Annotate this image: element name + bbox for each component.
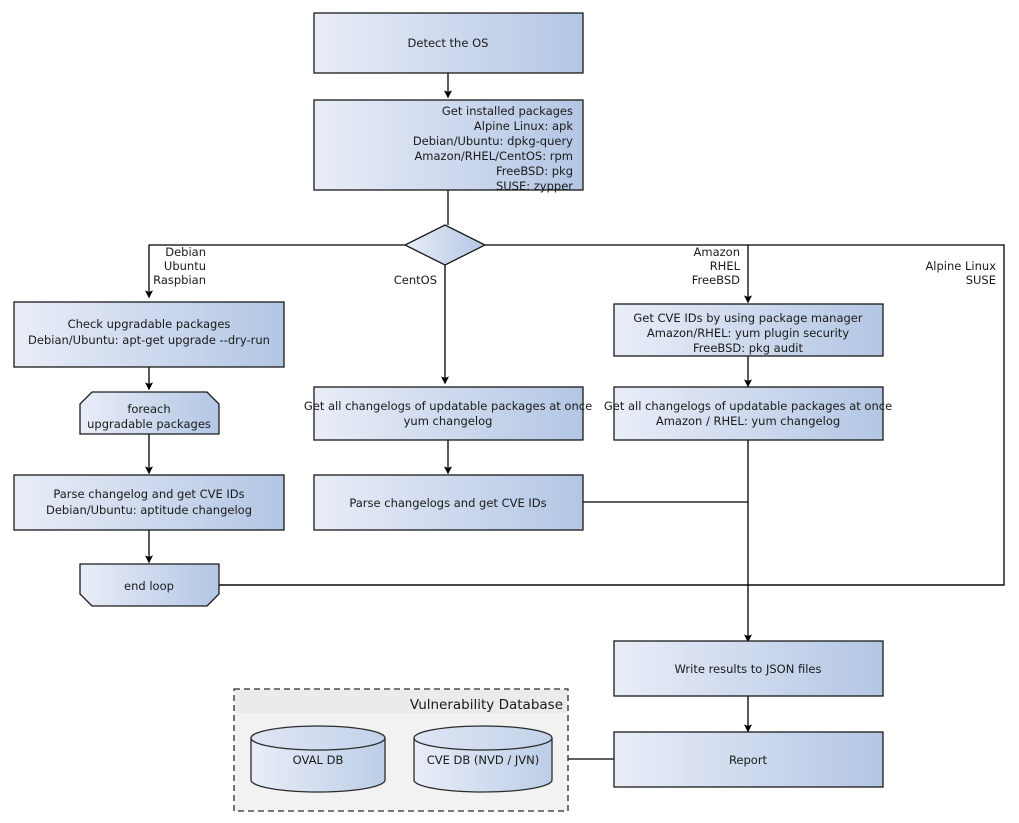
branch-label-line: SUSE [966,273,996,287]
node-detect-os[interactable]: Detect the OS [313,12,584,74]
branch-label-line: Alpine Linux [925,259,996,273]
node-line: FreeBSD: pkg [496,164,573,178]
node-line: Get all changelogs of updatable packages… [304,399,592,413]
node-get-changelogs-rhel[interactable]: Get all changelogs of updatable packages… [604,386,892,441]
node-line: Parse changelog and get CVE IDs [53,487,244,501]
branch-label-alpine: Alpine Linux SUSE [925,259,996,287]
node-get-cve-ids-pkgmgr[interactable]: Get CVE IDs by using package manager Ama… [613,303,884,357]
node-parse-changelogs-centos[interactable]: Parse changelogs and get CVE IDs [313,474,584,531]
node-write-results-shape[interactable] [613,640,884,697]
vulnerability-database-titlebar [235,690,567,713]
node-line: Check upgradable packages [68,317,231,331]
node-line: Debian/Ubuntu: apt-get upgrade --dry-run [28,333,270,347]
node-get-installed-packages-shape[interactable] [313,99,584,191]
node-report-shape[interactable] [613,731,884,788]
node-line: Alpine Linux: apk [474,119,573,133]
branch-label-amazon: Amazon RHEL FreeBSD [692,245,741,287]
node-get-changelogs-centos[interactable]: Get all changelogs of updatable packages… [304,386,592,441]
node-get-installed-packages[interactable]: Get installed packages Alpine Linux: apk… [313,99,584,193]
node-line: Debian/Ubuntu: dpkg-query [413,134,573,148]
database-oval-db-top [250,725,386,751]
database-oval-db[interactable]: OVAL DB [250,725,386,793]
node-line: Amazon/RHEL/CentOS: rpm [414,149,573,163]
node-write-results-label: Write results to JSON files [675,662,822,676]
branch-label-centos: CentOS [394,273,437,287]
branch-label-debian: Debian Ubuntu Raspbian [153,245,206,287]
node-line: foreach [127,402,170,416]
node-detect-os-shape[interactable] [313,12,584,74]
node-line: Get CVE IDs by using package manager [633,311,863,325]
database-cve-db[interactable]: CVE DB (NVD / JVN) [413,725,553,793]
node-end-loop-shape[interactable] [79,563,220,607]
node-parse-changelogs-centos-label: Parse changelogs and get CVE IDs [349,496,546,510]
branch-label-line: Raspbian [153,273,206,287]
node-os-decision[interactable] [403,224,487,266]
node-write-results[interactable]: Write results to JSON files [613,640,884,697]
branch-label-line: Amazon [694,245,740,259]
node-line: Get installed packages [442,104,573,118]
branch-label-line: Debian [165,245,206,259]
node-get-changelogs-rhel-shape[interactable] [613,386,884,441]
node-report[interactable]: Report [613,731,884,788]
database-cve-db-label: CVE DB (NVD / JVN) [427,753,540,767]
node-end-loop[interactable]: end loop [79,563,220,607]
branch-label-line: CentOS [394,273,437,287]
node-check-upgradable[interactable]: Check upgradable packages Debian/Ubuntu:… [13,301,285,368]
database-oval-db-label: OVAL DB [293,753,344,767]
node-report-label: Report [729,753,768,767]
connector-branch-debian [145,244,405,299]
node-parse-changelog-debian[interactable]: Parse changelog and get CVE IDs Debian/U… [13,474,285,531]
node-line: upgradable packages [87,417,211,431]
node-line: Get all changelogs of updatable packages… [604,399,892,413]
database-cve-db-body[interactable] [413,737,553,793]
database-cve-db-top [413,725,553,751]
node-line: FreeBSD: pkg audit [693,341,804,355]
node-end-loop-label: end loop [124,579,174,593]
node-check-upgradable-shape[interactable] [13,301,285,368]
node-parse-changelog-debian-shape[interactable] [13,474,285,531]
node-detect-os-label: Detect the OS [408,36,489,50]
vulnerability-database-title: Vulnerability Database [410,697,563,713]
node-parse-changelogs-centos-shape[interactable] [313,474,584,531]
vulnerability-database-group: Vulnerability Database OVAL DB CVE DB (N… [233,688,569,812]
node-line: Amazon / RHEL: yum changelog [656,414,840,428]
database-oval-db-body[interactable] [250,737,386,793]
branch-label-line: FreeBSD [692,273,740,287]
connectors [145,73,1005,760]
branch-label-line: Ubuntu [164,259,206,273]
node-line: SUSE: zypper [496,179,573,193]
node-foreach-loop-shape[interactable] [79,391,220,435]
node-get-cve-ids-pkgmgr-shape[interactable] [613,303,884,357]
node-get-changelogs-centos-shape[interactable] [313,386,584,441]
branch-label-line: RHEL [710,259,741,273]
node-line: Amazon/RHEL: yum plugin security [647,326,849,340]
node-foreach-loop[interactable]: foreach upgradable packages [79,391,220,435]
node-line: yum changelog [404,414,493,428]
node-line: Debian/Ubuntu: aptitude changelog [46,503,252,517]
